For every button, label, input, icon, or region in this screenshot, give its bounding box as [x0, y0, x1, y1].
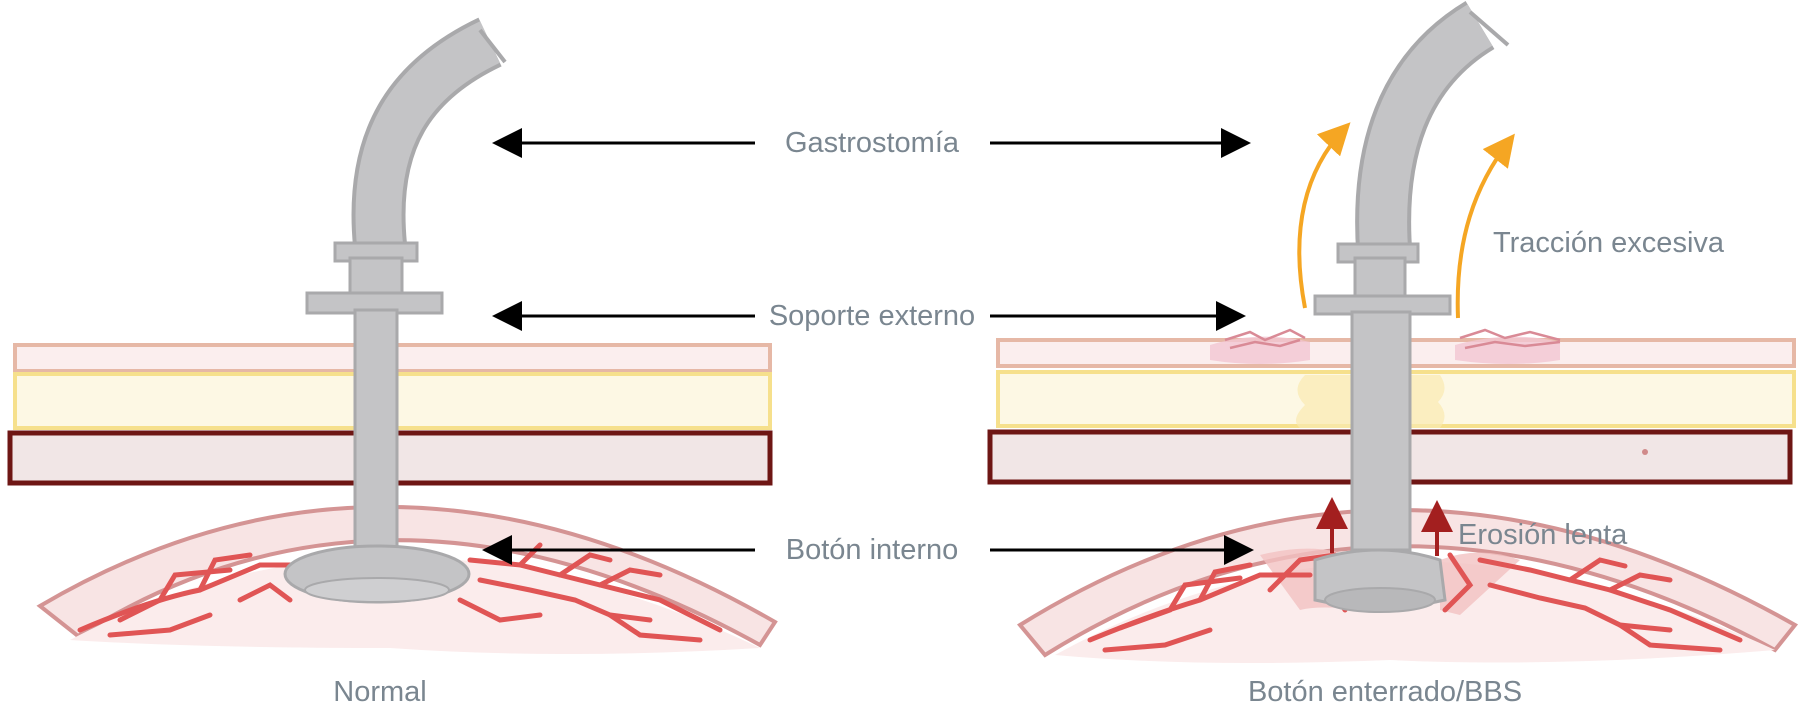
bbs-panel	[987, 0, 1799, 664]
label-internal-bumper: Botón interno	[785, 534, 959, 566]
label-excessive-traction: Tracción excesiva	[1493, 227, 1725, 259]
pointer-arrows	[482, 128, 1254, 565]
gastrostomy-tube-icon	[283, 17, 507, 604]
label-slow-erosion: Erosión lenta	[1458, 519, 1628, 551]
traction-arrow-icon-2	[1455, 133, 1515, 319]
caption-normal: Normal	[333, 676, 427, 708]
label-external-support: Soporte externo	[768, 300, 976, 332]
stomach-wall-normal	[36, 504, 778, 654]
normal-panel	[7, 17, 778, 654]
gastrostomy-tube-bbs-icon	[1313, 0, 1510, 613]
skin-irritation-lines	[1224, 328, 1561, 350]
vessels-normal	[77, 542, 723, 643]
traction-arrow-icon	[1297, 122, 1351, 309]
stomach-wall-bbs	[1016, 508, 1799, 664]
caption-buried-bumper: Botón enterrado/BBS	[1247, 676, 1523, 708]
label-gastrostomy: Gastrostomía	[784, 127, 960, 159]
